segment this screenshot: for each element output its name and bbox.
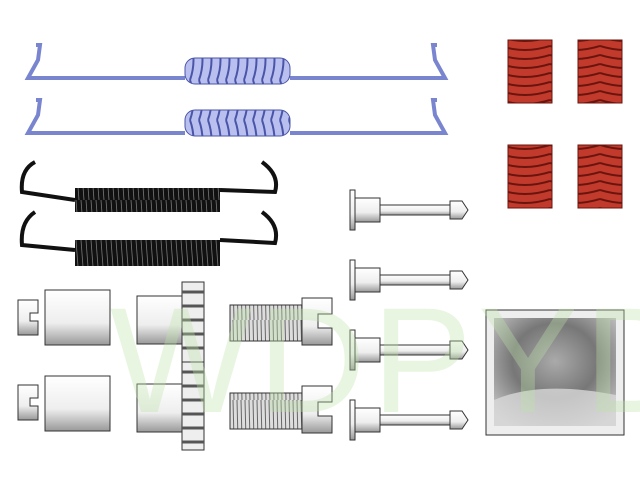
adjuster-screw <box>229 385 333 434</box>
hold-down-pin <box>349 399 469 441</box>
hold-down-pin <box>349 189 469 231</box>
adjuster-screw <box>229 297 333 346</box>
adjuster-sleeve <box>17 375 111 432</box>
blue-return-spring-bottom <box>24 98 449 137</box>
black-spring-bottom <box>19 210 279 266</box>
red-hold-down-spring <box>507 39 553 104</box>
blue-return-spring-top <box>24 43 449 85</box>
watermark: WDPYD <box>110 276 640 444</box>
hold-down-pin <box>349 329 469 371</box>
hold-down-pin <box>349 259 469 301</box>
red-hold-down-spring <box>577 39 623 104</box>
star-wheel-adjuster <box>136 281 205 363</box>
red-hold-down-spring <box>577 144 623 209</box>
star-wheel-adjuster <box>136 361 205 451</box>
adjuster-sleeve <box>17 289 111 346</box>
red-hold-down-spring <box>507 144 553 209</box>
black-spring-top <box>19 160 279 212</box>
grease-packet <box>485 309 625 436</box>
